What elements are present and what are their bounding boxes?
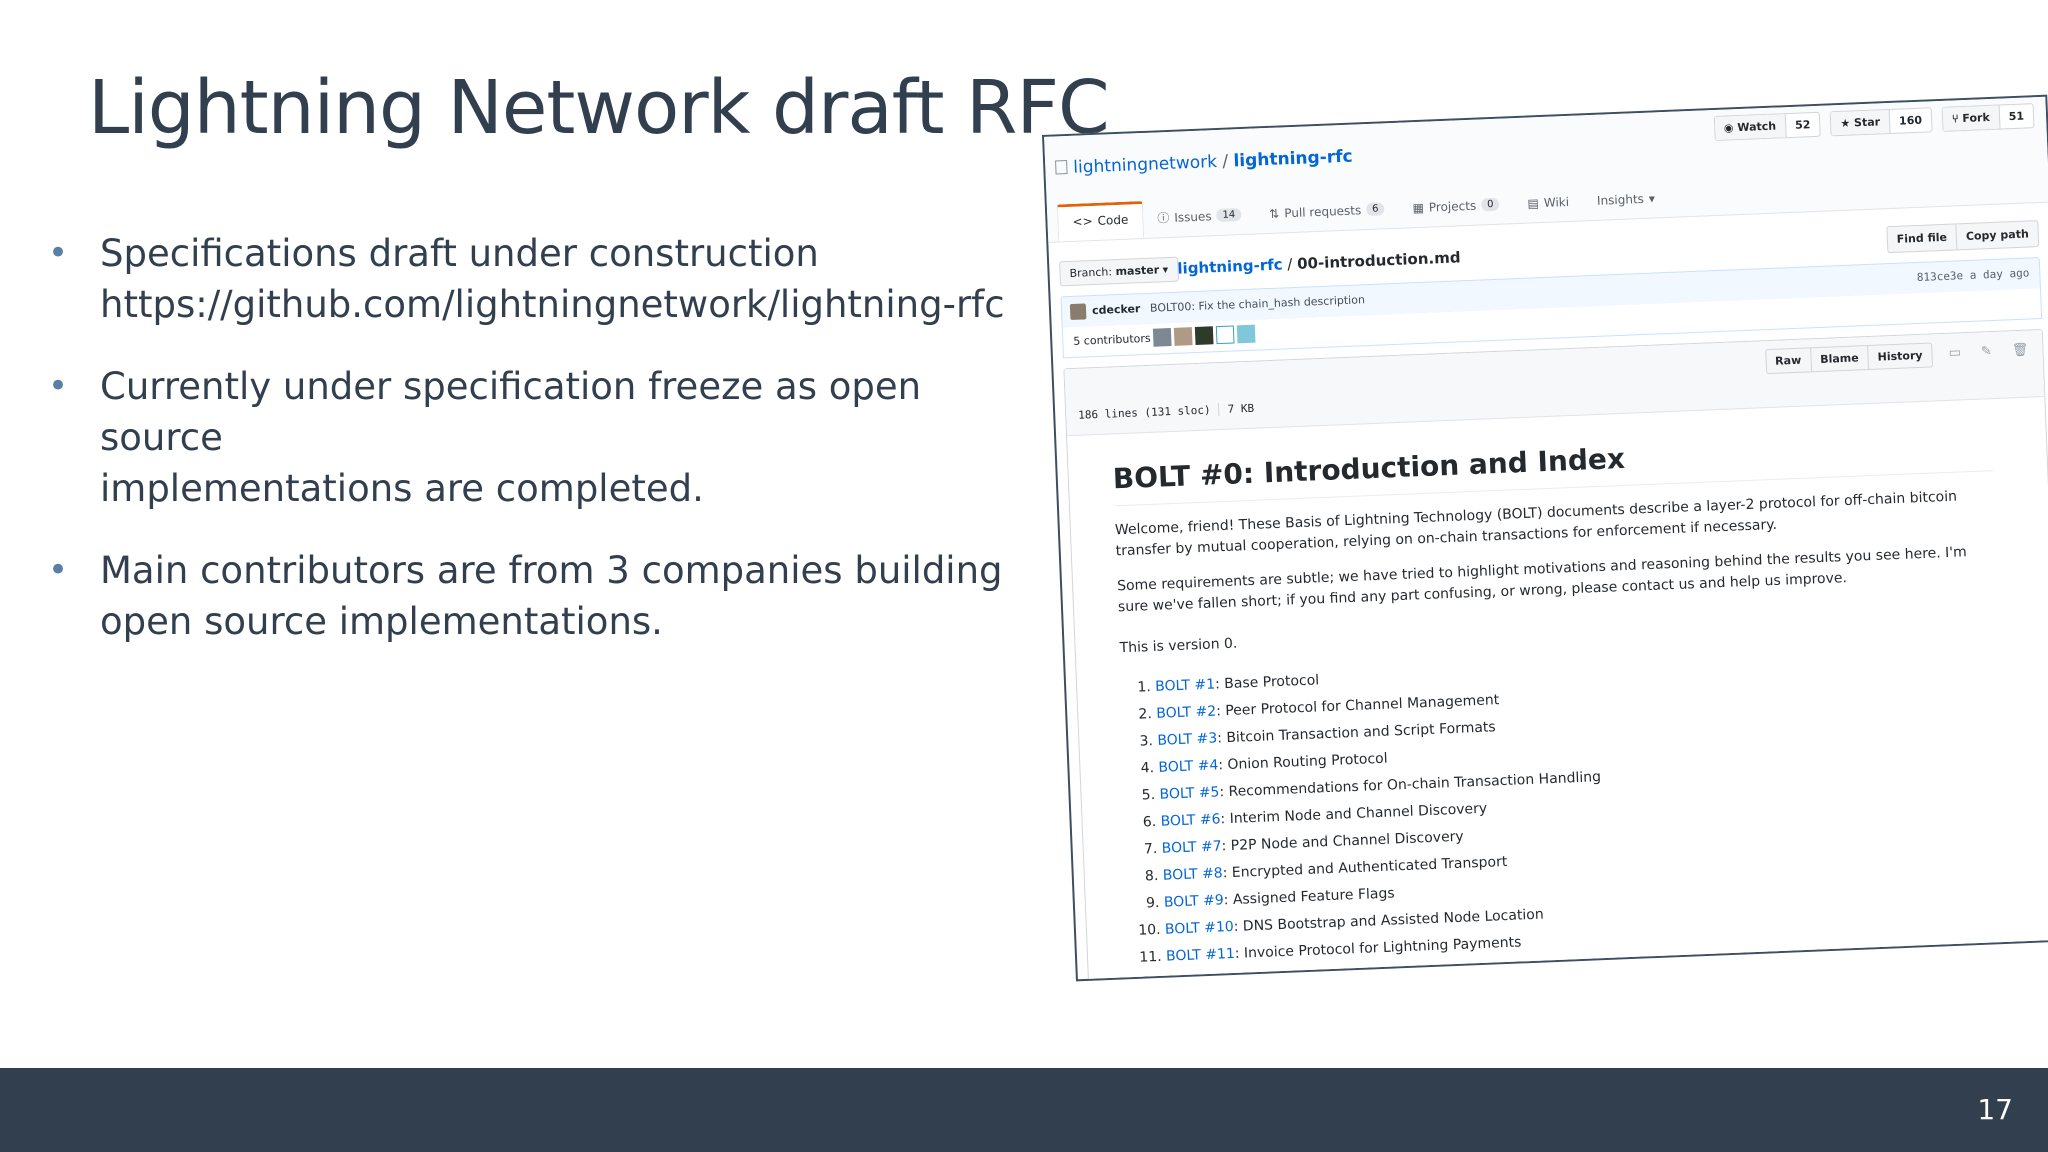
watch-count[interactable]: 52 [1794, 118, 1811, 132]
bolt-link[interactable]: BOLT #9 [1163, 892, 1225, 911]
branch-label: Branch: [1069, 265, 1113, 280]
repo-icon [1055, 160, 1068, 175]
markdown-body: BOLT #0: Introduction and Index Welcome,… [1112, 424, 2012, 972]
bullet-text: Main contributors are from 3 companies b… [100, 549, 1003, 643]
branch-name: master [1115, 263, 1160, 279]
avatar[interactable] [1152, 327, 1172, 347]
fork-count[interactable]: 51 [2008, 109, 2025, 124]
bolt-link[interactable]: BOLT #2 [1156, 703, 1217, 722]
breadcrumb-separator: / [1286, 255, 1293, 274]
avatar[interactable] [1173, 327, 1193, 346]
bolt-link[interactable]: BOLT #7 [1161, 838, 1222, 857]
repo-name-link[interactable]: lightning-rfc [1233, 146, 1354, 172]
bolt-link[interactable]: BOLT #8 [1162, 865, 1223, 884]
bolt-list: BOLT #1: Base Protocol BOLT #2: Peer Pro… [1121, 640, 2012, 972]
watch-button[interactable]: ◉ Watch 52 [1713, 111, 1821, 142]
bullet-item: • Specifications draft under constructio… [48, 228, 1008, 330]
file-info: 186 lines (131 sloc) 7 KB [1078, 401, 1255, 422]
file-lines: 186 lines (131 sloc) [1078, 403, 1211, 422]
pull-request-icon: ⇅ [1268, 206, 1280, 221]
issue-icon: ⓘ [1157, 210, 1170, 226]
chevron-down-icon: ▾ [1162, 263, 1169, 277]
file-buttons: Raw Blame History [1764, 342, 1934, 375]
bolt-link[interactable]: BOLT #10 [1164, 918, 1235, 938]
book-icon: ▤ [1527, 195, 1540, 211]
repo-actions: ◉ Watch 52 ★ Star 160 ⑂ Fork 51 [1713, 103, 2035, 142]
projects-counter: 0 [1480, 197, 1500, 212]
bolt-link[interactable]: BOLT #6 [1160, 811, 1221, 830]
repo-title: lightningnetwork / lightning-rfc [1055, 147, 1353, 179]
contributors-count[interactable]: 5 contributors [1073, 331, 1151, 348]
tab-code[interactable]: <>Code [1056, 201, 1145, 242]
star-label: Star [1853, 115, 1881, 130]
bullet-text: Currently under specification freeze as … [100, 365, 922, 510]
fork-label: Fork [1962, 110, 1991, 126]
file-size: 7 KB [1218, 401, 1255, 417]
repo-owner-link[interactable]: lightningnetwork [1072, 152, 1218, 178]
tab-wiki[interactable]: ▤Wiki [1527, 194, 1570, 211]
bolt-link[interactable]: BOLT #1 [1154, 676, 1216, 695]
github-screenshot: lightningnetwork / lightning-rfc ◉ Watch… [1042, 94, 2048, 982]
star-button[interactable]: ★ Star 160 [1829, 107, 1933, 137]
slide-title: Lightning Network draft RFC [88, 65, 1110, 151]
file-icons: ▭ ✎ 🗑 [1948, 343, 2028, 361]
blame-button[interactable]: Blame [1809, 346, 1869, 372]
chevron-down-icon: ▾ [1648, 190, 1656, 206]
raw-button[interactable]: Raw [1774, 353, 1802, 368]
star-icon: ★ [1840, 116, 1855, 130]
pull-requests-counter: 6 [1365, 202, 1385, 217]
footer-bar: 17 [0, 1068, 2048, 1152]
bolt-link[interactable]: BOLT #11 [1165, 945, 1236, 965]
branch-select[interactable]: Branch: master ▾ [1059, 256, 1179, 287]
issues-counter: 14 [1216, 208, 1242, 223]
avatar[interactable] [1215, 325, 1235, 345]
trash-icon[interactable]: 🗑 [2011, 342, 2029, 359]
breadcrumb-repo-link[interactable]: lightning-rfc [1177, 255, 1283, 278]
bullet-item: • Currently under specification freeze a… [48, 361, 1008, 514]
fork-button[interactable]: ⑂ Fork 51 [1941, 103, 2035, 132]
breadcrumb-file: 00-introduction.md [1296, 248, 1461, 273]
desktop-icon[interactable]: ▭ [1948, 345, 1962, 361]
commit-author[interactable]: cdecker [1091, 302, 1141, 318]
copy-path-button[interactable]: Copy path [1955, 221, 2039, 250]
bolt-link[interactable]: BOLT #3 [1157, 730, 1218, 749]
commit-message[interactable]: BOLT00: Fix the chain_hash description [1149, 293, 1366, 315]
bullet-icon: • [48, 550, 69, 590]
find-file-button[interactable]: Find file [1896, 230, 1948, 246]
code-icon: <> [1072, 214, 1093, 229]
star-count[interactable]: 160 [1898, 113, 1923, 128]
page-number: 17 [1977, 1093, 2013, 1126]
avatar[interactable] [1194, 326, 1214, 346]
avatar[interactable] [1069, 303, 1087, 321]
bullet-text: Specifications draft under construction … [100, 232, 1005, 326]
breadcrumb: lightning-rfc / 00-introduction.md [1177, 248, 1461, 277]
path-buttons: Find file Copy path [1886, 220, 2040, 254]
bullet-list: • Specifications draft under constructio… [48, 228, 1008, 678]
history-button[interactable]: History [1867, 343, 1933, 370]
pencil-icon[interactable]: ✎ [1980, 344, 1993, 360]
contributor-avatars [1152, 324, 1256, 347]
avatar[interactable] [1236, 324, 1256, 344]
watch-label: Watch [1737, 119, 1777, 135]
commit-time: a day ago [1969, 266, 2030, 282]
eye-icon: ◉ [1723, 121, 1738, 135]
project-icon: ▦ [1412, 200, 1425, 215]
tab-insights[interactable]: Insights▾ [1596, 190, 1656, 208]
bolt-link[interactable]: BOLT #5 [1159, 784, 1220, 803]
bullet-icon: • [48, 233, 69, 273]
commit-sha[interactable]: 813ce3e [1916, 269, 1964, 285]
repo-separator: / [1222, 151, 1229, 172]
bullet-item: • Main contributors are from 3 companies… [48, 545, 1008, 647]
file-box: Raw Blame History ▭ ✎ 🗑 186 lines (131 s… [1063, 329, 2048, 982]
repo-header: lightningnetwork / lightning-rfc ◉ Watch… [1044, 96, 2048, 243]
bolt-link[interactable]: BOLT #4 [1158, 757, 1219, 776]
commit-sha-time: 813ce3e a day ago [1917, 266, 2030, 284]
bullet-icon: • [48, 366, 69, 406]
